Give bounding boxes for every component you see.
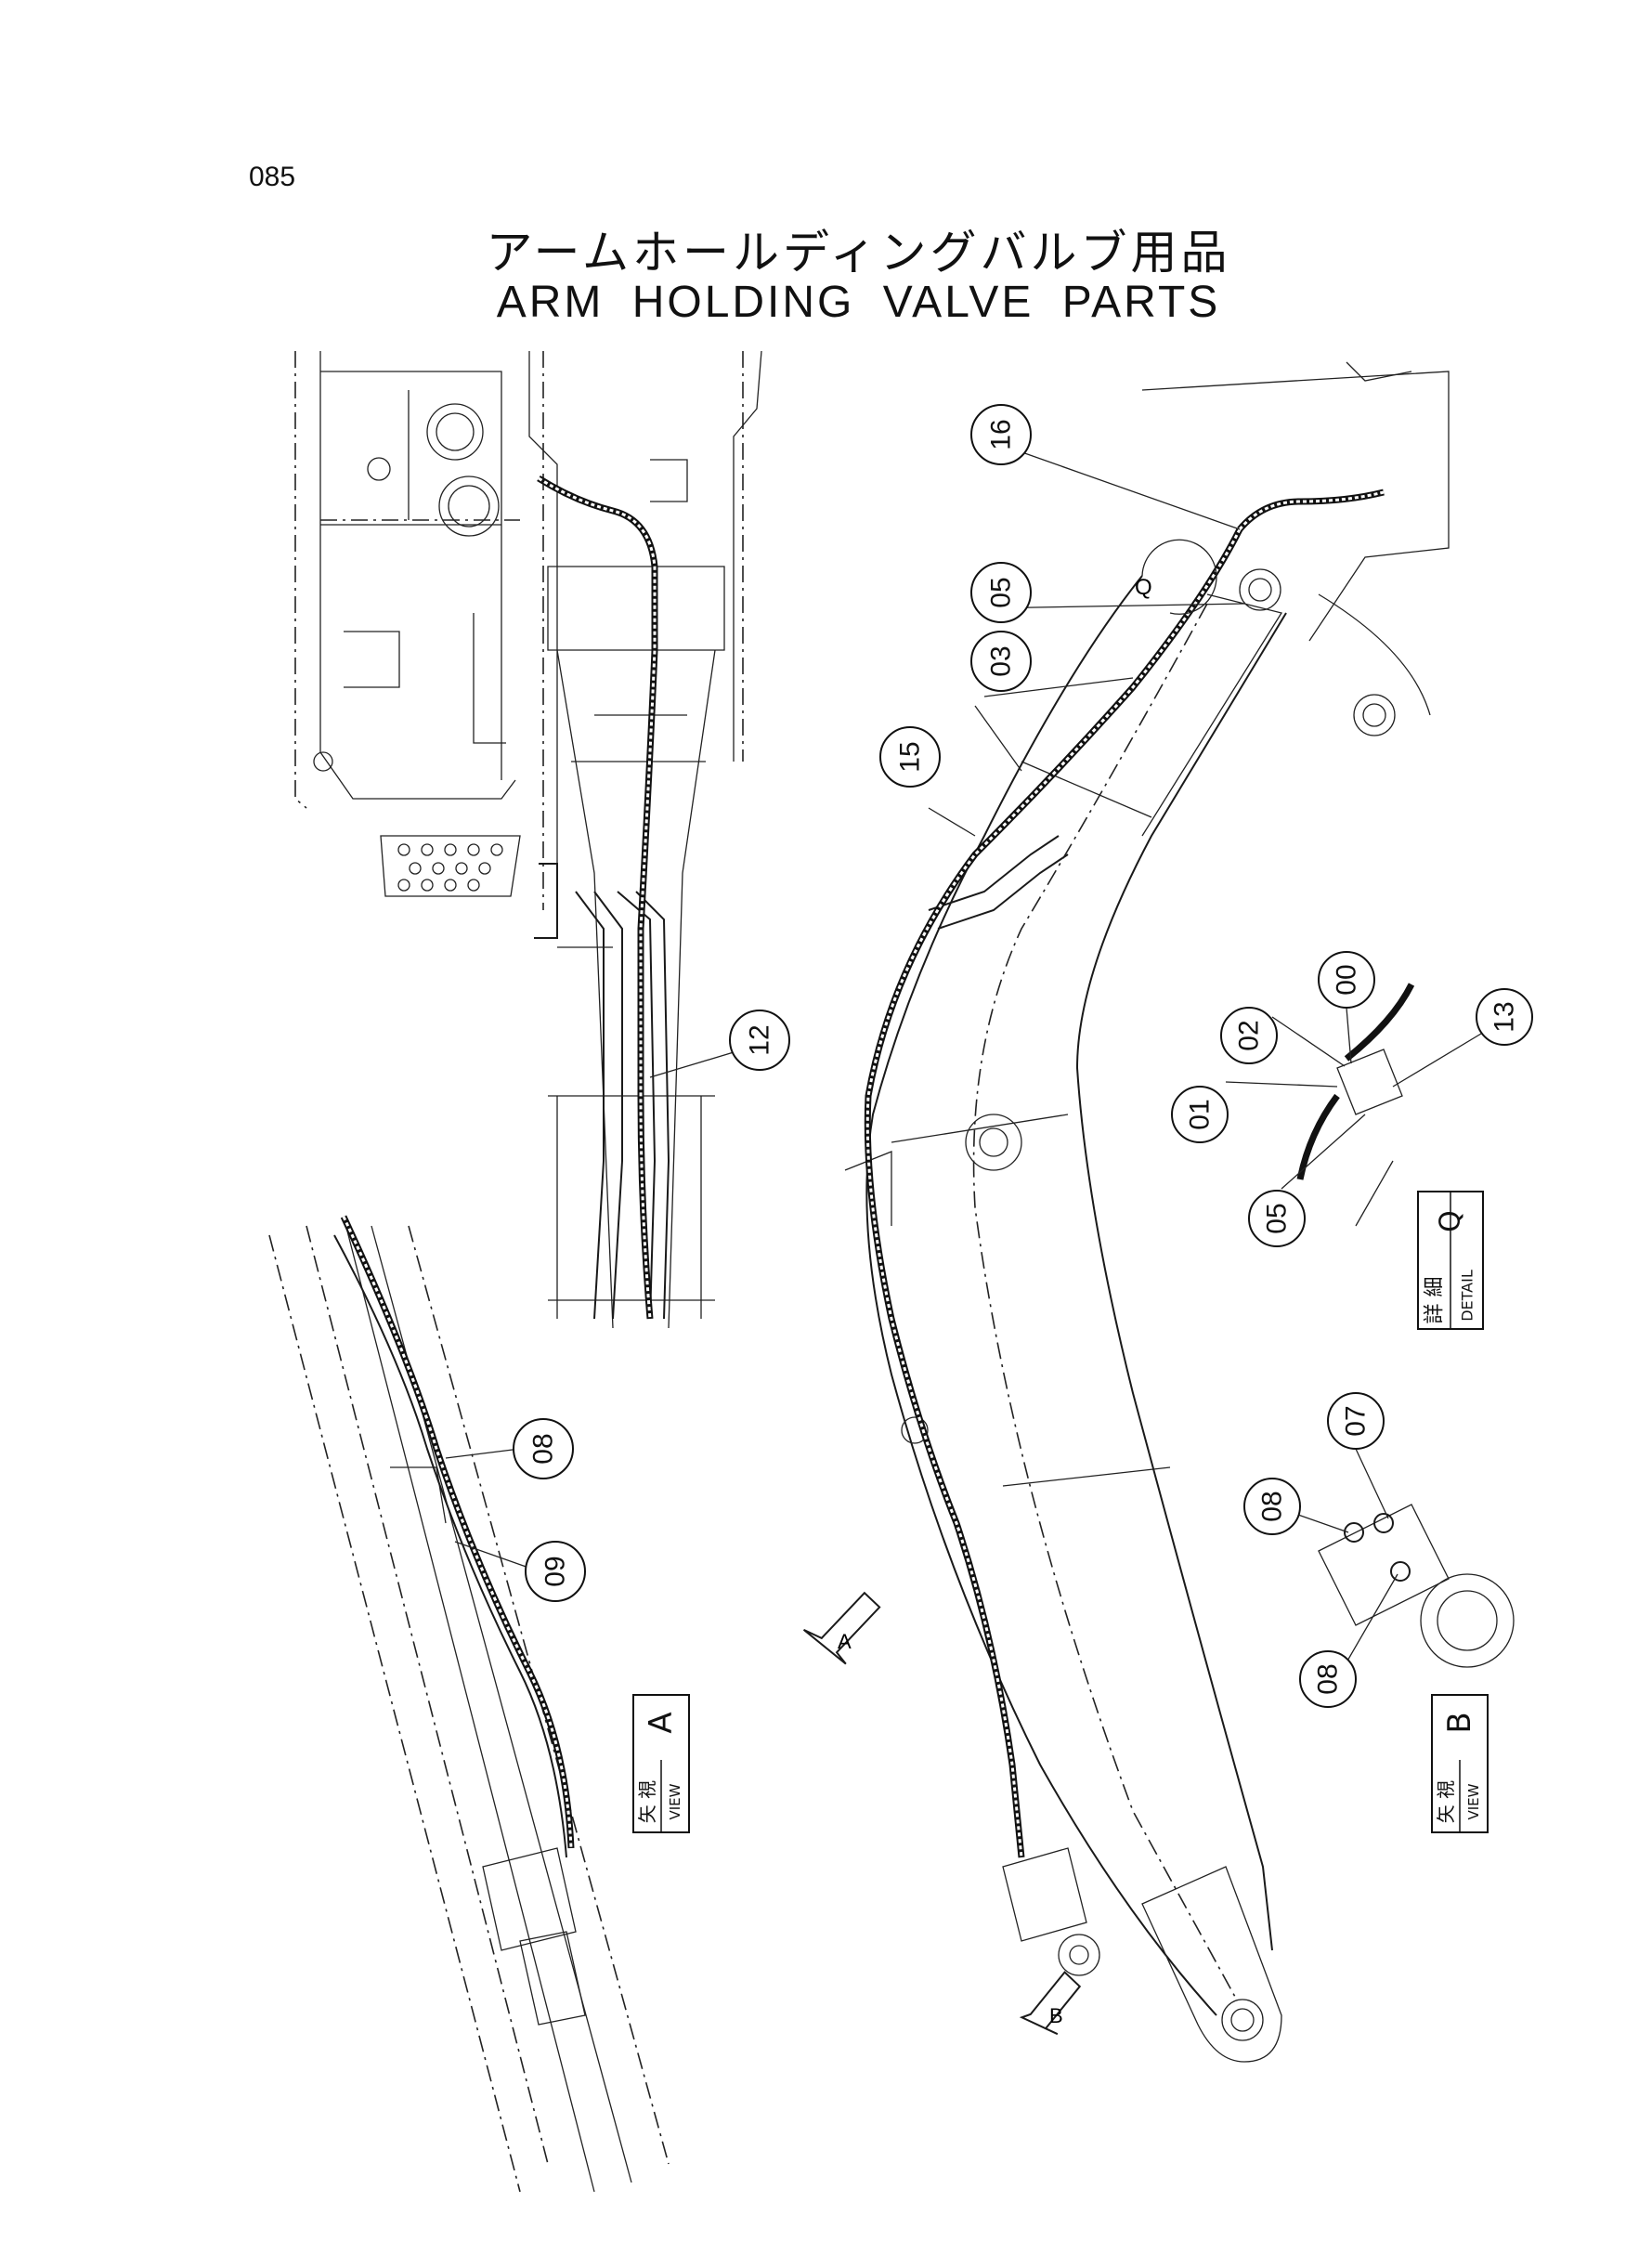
upper-structure-drawing	[294, 350, 762, 1329]
view-a-arrow-letter: A	[838, 1630, 852, 1653]
view-b-arrow-letter: B	[1049, 2004, 1063, 2027]
page-number: 085	[249, 162, 296, 192]
svg-text:VIEW: VIEW	[667, 1783, 683, 1819]
svg-text:01: 01	[1185, 1099, 1216, 1129]
svg-text:15: 15	[895, 741, 926, 772]
svg-text:08: 08	[1313, 1663, 1344, 1694]
callout-09: 09	[525, 1541, 586, 1602]
svg-text:16: 16	[986, 419, 1017, 449]
callout-05-detail: 05	[1248, 1190, 1306, 1247]
svg-text:09: 09	[540, 1556, 571, 1586]
svg-text:08: 08	[1257, 1491, 1288, 1521]
svg-text:12: 12	[745, 1024, 775, 1055]
title-japanese: アームホールディングバルブ用品	[486, 226, 1231, 280]
svg-text:矢 視: 矢 視	[636, 1780, 658, 1823]
callout-08-view-a: 08	[513, 1418, 574, 1479]
callout-12: 12	[729, 1010, 790, 1071]
svg-text:詳 細: 詳 細	[1424, 1277, 1447, 1324]
view-b-label: 矢 視 VIEW B	[1431, 1694, 1489, 1833]
callout-00: 00	[1318, 951, 1375, 1009]
svg-text:矢 視: 矢 視	[1435, 1780, 1457, 1823]
view-a-arrow: A	[802, 1591, 881, 1665]
svg-text:Q: Q	[1435, 1210, 1467, 1232]
boom-drawing: Q	[844, 361, 1450, 2063]
svg-text:07: 07	[1341, 1405, 1372, 1436]
callout-13: 13	[1476, 988, 1533, 1046]
callout-07: 07	[1327, 1392, 1385, 1450]
callout-08-view-b-top: 08	[1243, 1478, 1301, 1535]
callout-02: 02	[1220, 1007, 1278, 1064]
callout-08-view-b-bottom: 08	[1299, 1650, 1357, 1708]
view-a-drawing	[268, 1215, 670, 2193]
callout-15: 15	[879, 726, 941, 788]
detail-q-label: 詳 細 DETAIL Q	[1417, 1191, 1484, 1330]
title-english: ARM HOLDING VALVE PARTS	[496, 278, 1221, 327]
svg-text:A: A	[643, 1712, 680, 1733]
callout-16: 16	[970, 404, 1032, 465]
svg-text:13: 13	[1489, 1001, 1520, 1032]
svg-text:05: 05	[1262, 1203, 1293, 1233]
svg-text:03: 03	[986, 645, 1017, 676]
svg-text:00: 00	[1332, 964, 1362, 995]
leader-lines	[445, 449, 1487, 1663]
view-a-label: 矢 視 VIEW A	[632, 1694, 690, 1833]
svg-text:DETAIL: DETAIL	[1459, 1270, 1476, 1322]
callout-05: 05	[970, 562, 1032, 623]
svg-text:02: 02	[1234, 1020, 1265, 1050]
detail-q-drawing	[1296, 983, 1415, 1227]
callout-01: 01	[1171, 1086, 1229, 1143]
svg-text:B: B	[1441, 1712, 1478, 1733]
svg-text:VIEW: VIEW	[1465, 1783, 1482, 1819]
callout-03: 03	[970, 631, 1032, 692]
view-b-drawing	[1318, 1504, 1515, 1668]
svg-text:08: 08	[528, 1433, 559, 1464]
svg-text:05: 05	[986, 577, 1017, 607]
detail-q-arrow-letter: Q	[1135, 575, 1152, 600]
view-b-arrow: B	[1019, 1971, 1082, 2036]
